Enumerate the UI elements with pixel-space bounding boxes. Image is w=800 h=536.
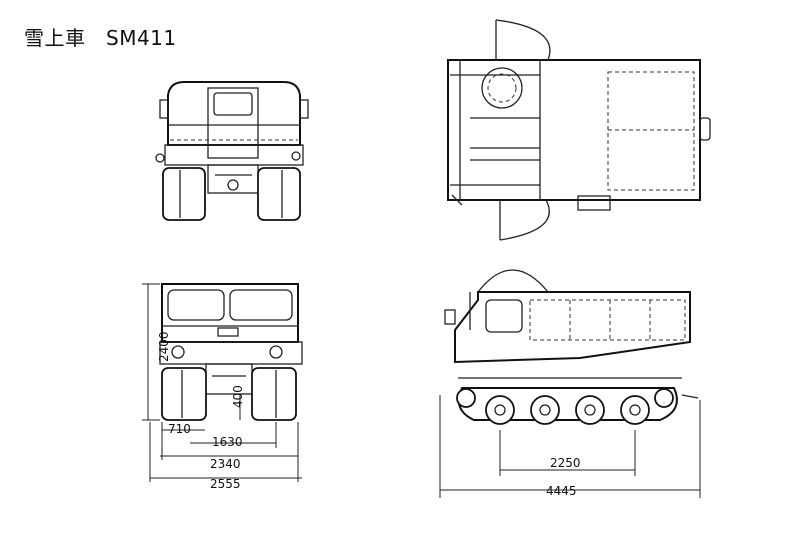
dim-overall-length: 4445 xyxy=(546,484,577,498)
dim-inner-width: 2340 xyxy=(210,457,241,471)
side-view xyxy=(439,269,701,498)
dim-height: 2400 xyxy=(157,331,171,362)
dim-ground-clearance: 400 xyxy=(231,385,245,408)
dim-track-gauge: 1630 xyxy=(212,435,243,449)
drawing-title: 雪上車 SM411 xyxy=(24,26,177,50)
rear-view xyxy=(155,81,309,221)
dim-track-width: 710 xyxy=(168,422,191,436)
dim-wheelbase: 2250 xyxy=(550,456,581,470)
top-view xyxy=(447,19,711,241)
front-view xyxy=(142,283,303,482)
dim-overall-width: 2555 xyxy=(210,477,241,491)
